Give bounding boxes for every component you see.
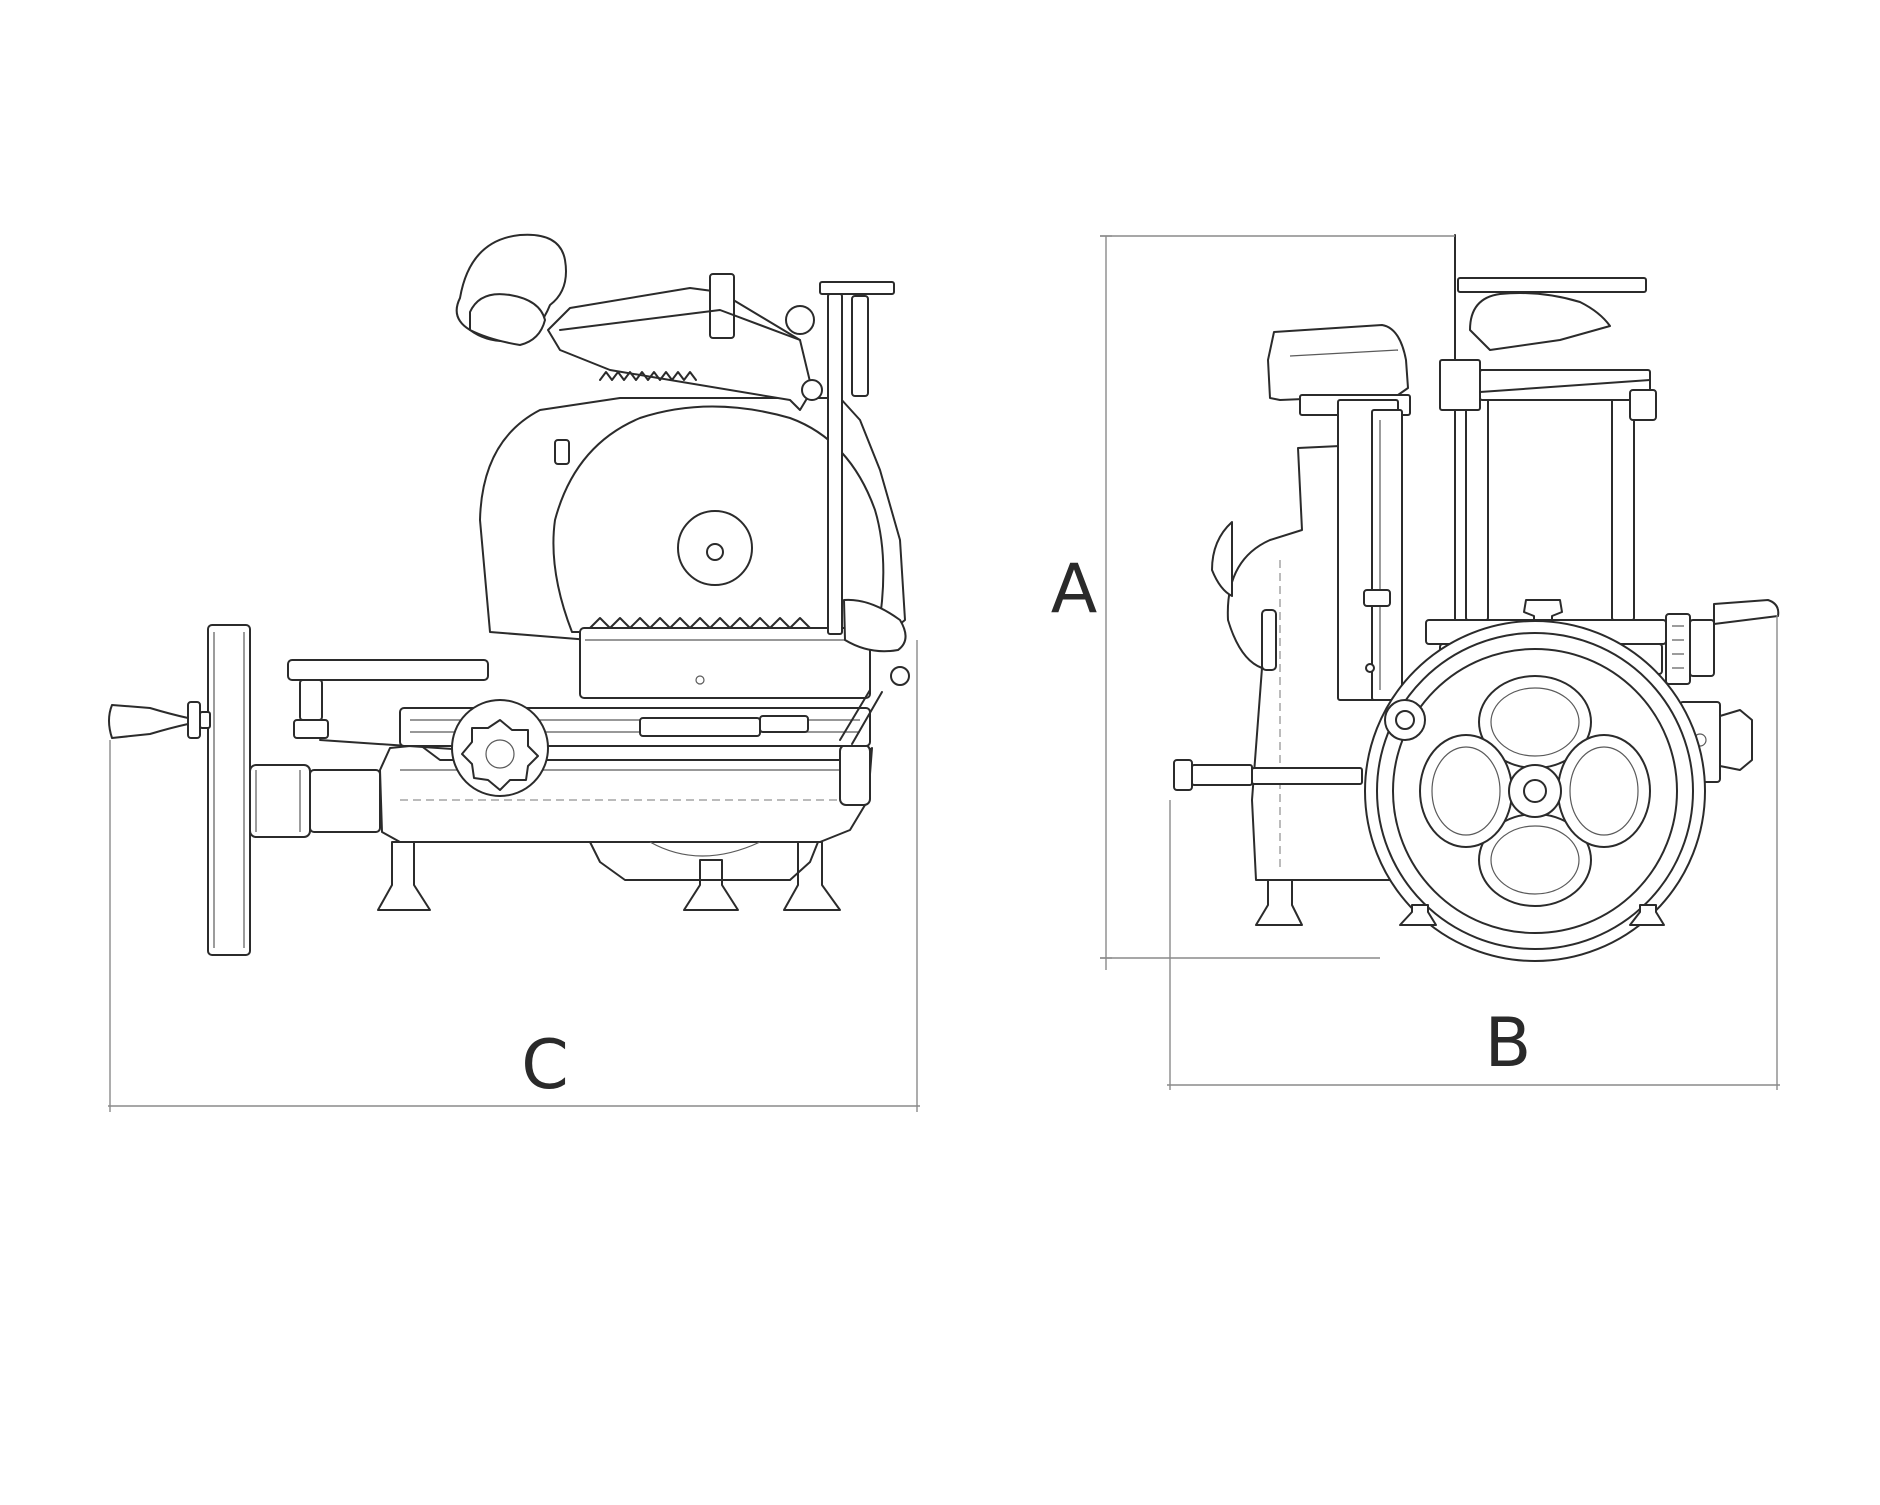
side-blade <box>552 405 885 633</box>
side-meat-holder <box>455 233 823 411</box>
front-top-pusher <box>1439 292 1657 421</box>
dimension-label-c: C <box>521 1026 568 1105</box>
front-crank-handle <box>1665 599 1780 685</box>
front-center-plates <box>1337 399 1403 701</box>
side-adjust-knob <box>451 699 549 797</box>
side-lower-guard <box>589 841 819 881</box>
front-hub-knob <box>1384 699 1426 741</box>
dimension-label-a: A <box>1051 550 1098 629</box>
side-feet <box>377 841 841 911</box>
front-flywheel <box>1364 620 1706 962</box>
side-crank-handle <box>108 701 211 739</box>
front-view <box>1173 234 1780 962</box>
front-vertical-posts <box>1454 234 1647 721</box>
side-drive-shaft <box>249 764 381 838</box>
dimension-a <box>1100 235 1455 970</box>
side-flywheel <box>207 624 251 956</box>
front-feet <box>1255 879 1665 926</box>
dimension-b <box>1167 615 1780 1090</box>
side-vertical-post <box>819 281 895 635</box>
side-blade-teeth <box>579 617 871 699</box>
dimension-label-b: B <box>1485 1004 1532 1083</box>
front-left-shaft <box>1173 759 1363 791</box>
dimension-c <box>108 640 920 1112</box>
side-view <box>108 233 910 956</box>
side-lever <box>639 598 910 745</box>
